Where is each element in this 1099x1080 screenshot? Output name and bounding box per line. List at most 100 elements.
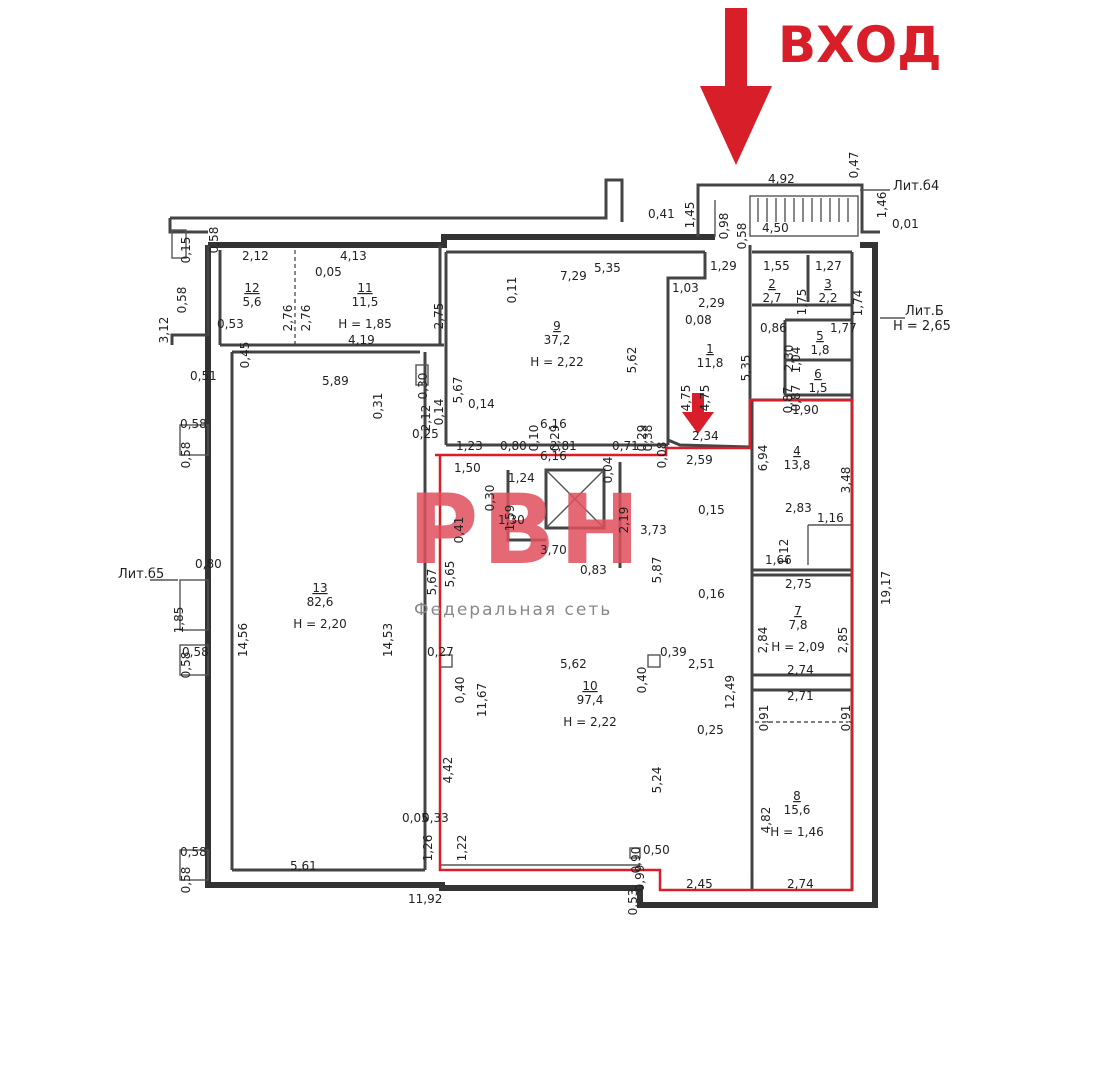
small-red-arrow xyxy=(682,393,714,434)
dimension-label-vertical: 0,45 xyxy=(238,342,252,369)
dimension-label: 5,62 xyxy=(560,657,587,671)
dimension-label-vertical: 5,62 xyxy=(625,347,639,374)
dimension-label-vertical: 11,67 xyxy=(475,683,489,717)
dimension-label-vertical: 0,58 xyxy=(207,227,221,254)
dimension-label: 0,86 xyxy=(760,321,787,335)
dimension-label: 0,14 xyxy=(468,397,495,411)
room-height: Н = 2,20 xyxy=(293,617,346,631)
dimension-label-vertical: 4,42 xyxy=(441,757,455,784)
dimension-label-vertical: 1,75 xyxy=(795,289,809,316)
dimension-label-vertical: 4,82 xyxy=(759,807,773,834)
dimension-label-vertical: 0,30 xyxy=(416,373,430,400)
windows xyxy=(171,229,209,881)
dimension-label: 2,59 xyxy=(686,453,713,467)
dimension-label-vertical: 1,12 xyxy=(777,539,791,566)
dimension-label: 1,24 xyxy=(508,471,535,485)
dimension-label-vertical: 0,87 xyxy=(781,387,795,414)
dimension-label-vertical: 0,30 xyxy=(483,485,497,512)
dimension-label: 2,74 xyxy=(787,663,814,677)
room-number: 1 xyxy=(706,342,714,356)
room-number: 5 xyxy=(816,329,824,343)
dimension-label: 2,83 xyxy=(785,501,812,515)
dimension-label: 0,01 xyxy=(892,217,919,231)
dimension-label-vertical: 0,14 xyxy=(432,399,446,426)
dimension-label: 6,16 xyxy=(540,449,567,463)
dimension-label: 0,58 xyxy=(180,845,207,859)
dimension-label-vertical: 0,41 xyxy=(452,517,466,544)
room-number: 4 xyxy=(793,444,801,458)
room-12: 125,6 xyxy=(242,281,261,309)
dimension-label-vertical: 2,84 xyxy=(756,627,770,654)
room-area: 2,2 xyxy=(818,291,837,305)
room-number: 11 xyxy=(357,281,372,295)
dimension-label: 0,58 xyxy=(182,645,209,659)
dimension-label-vertical: 0,08 xyxy=(655,442,669,469)
dimension-label-vertical: 12,49 xyxy=(723,675,737,709)
dimension-label: 2,29 xyxy=(698,296,725,310)
dimension-label-vertical: 2,75 xyxy=(432,303,446,330)
dimension-label: 0,53 xyxy=(217,317,244,331)
dimension-label: 0,27 xyxy=(427,645,454,659)
dimension-label-vertical: 0,99 xyxy=(633,865,647,892)
room-height: Н = 1,85 xyxy=(338,317,391,331)
dimension-label: 0,80 xyxy=(195,557,222,571)
dimension-label: 0,50 xyxy=(643,843,670,857)
room-1: 111,8 xyxy=(697,342,724,370)
dimension-label-vertical: 1,26 xyxy=(421,835,435,862)
dimension-label-vertical: 0,15 xyxy=(179,237,193,264)
room-2: 22,7 xyxy=(762,277,781,305)
dimension-label-vertical: 0,98 xyxy=(717,213,731,240)
room-number: 6 xyxy=(814,367,822,381)
room-area: 97,4 xyxy=(577,693,604,707)
dimension-label: 4,50 xyxy=(762,221,789,235)
dimension-label-vertical: 5,35 xyxy=(739,355,753,382)
dimension-label-vertical: 2,12 xyxy=(419,405,433,432)
dimension-label: 4,19 xyxy=(348,333,375,347)
outer-walls xyxy=(168,178,880,908)
room-number: 2 xyxy=(768,277,776,291)
dimension-label-vertical: 0,53 xyxy=(626,889,640,916)
dimension-label-vertical: 4,75 xyxy=(698,385,712,412)
dimension-label: 1,66 xyxy=(765,553,792,567)
dimension-label-vertical: 0,58 xyxy=(179,867,193,894)
dimension-label-vertical: 0,04 xyxy=(601,457,615,484)
dimension-label: 0,05 xyxy=(315,265,342,279)
dimension-label: 1,03 xyxy=(672,281,699,295)
room-area: 2,7 xyxy=(762,291,781,305)
dimension-label: 1,30 xyxy=(498,513,525,527)
room-area: 37,2 xyxy=(544,333,571,347)
dimension-label-vertical: 0,91 xyxy=(839,705,853,732)
dimension-label: 0,08 xyxy=(685,313,712,327)
dimension-label-vertical: 5,65 xyxy=(443,561,457,588)
room-4: 413,8 xyxy=(784,444,811,472)
dimension-label: 2,71 xyxy=(787,689,814,703)
dimension-label: 0,41 xyxy=(648,207,675,221)
dimension-label: 0,16 xyxy=(698,587,725,601)
dimension-label: 0,58 xyxy=(180,417,207,431)
dimension-label-vertical: 4,75 xyxy=(679,385,693,412)
entrance-label: ВХОД xyxy=(778,16,942,74)
dimension-label: 6,16 xyxy=(540,417,567,431)
dimension-label: 2,34 xyxy=(692,429,719,443)
dimension-label-vertical: 19,17 xyxy=(879,571,893,605)
dimension-label: 4,13 xyxy=(340,249,367,263)
room-5: 51,8 xyxy=(810,329,829,357)
dimension-label-vertical: 0,11 xyxy=(505,277,519,304)
label-litB-height: Н = 2,65 xyxy=(893,319,951,334)
dimension-label: 0,80 xyxy=(500,439,527,453)
room-height: Н = 2,22 xyxy=(563,715,616,729)
room-6: 61,5 xyxy=(808,367,827,395)
highlighted-area xyxy=(435,398,854,892)
dimension-label: 2,81 xyxy=(550,439,577,453)
room-area: 15,6 xyxy=(784,803,811,817)
dimension-label-vertical: 0,40 xyxy=(635,667,649,694)
dimension-label-vertical: 0,29 xyxy=(635,425,649,452)
dimension-label-vertical: 1,74 xyxy=(851,290,865,317)
